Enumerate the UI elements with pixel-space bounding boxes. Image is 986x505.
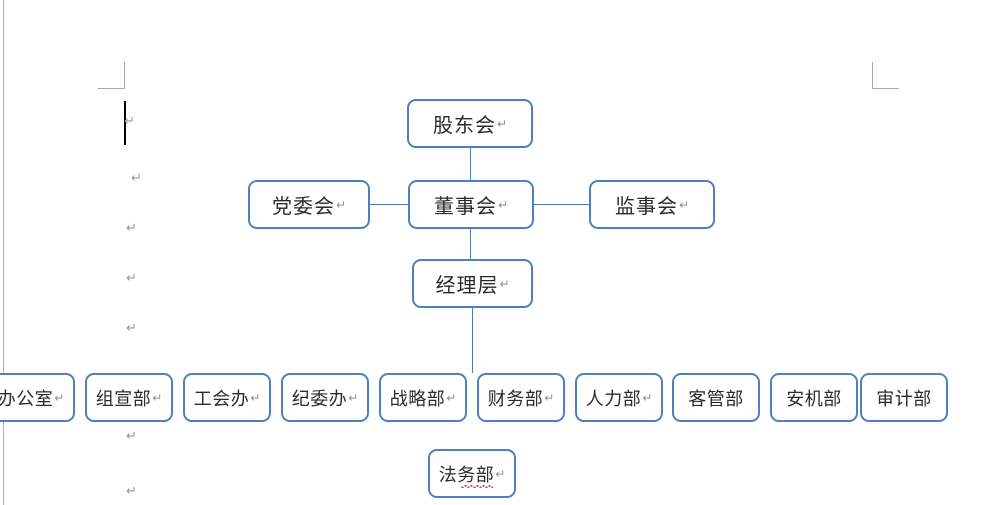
node-paragraph-mark: ↵ xyxy=(335,197,347,212)
paragraph-mark: ↵ xyxy=(124,114,135,129)
node-label: 办公室 xyxy=(0,388,54,409)
connector-shareholders-to-board xyxy=(470,148,471,180)
flowchart-node-board-of-supervisors[interactable]: 监事会↵ xyxy=(589,180,715,229)
node-label: 人力部 xyxy=(585,388,642,409)
node-paragraph-mark: ↵ xyxy=(642,390,653,405)
node-paragraph-mark: ↵ xyxy=(496,116,508,131)
flowchart-node-human-resources[interactable]: 人力部↵ xyxy=(575,373,663,422)
paragraph-mark: ↵ xyxy=(126,484,137,499)
node-label: 安机部 xyxy=(786,388,842,409)
node-label: 纪委办 xyxy=(291,388,348,409)
node-label: 经理层 xyxy=(435,275,499,297)
node-label: 法务部 xyxy=(439,461,495,488)
paragraph-mark: ↵ xyxy=(131,171,142,186)
node-paragraph-mark: ↵ xyxy=(152,390,163,405)
node-paragraph-mark: ↵ xyxy=(446,390,457,405)
node-paragraph-mark: ↵ xyxy=(497,197,509,212)
node-paragraph-mark: ↵ xyxy=(348,390,359,405)
flowchart-node-shareholders[interactable]: 股东会↵ xyxy=(407,99,533,148)
margin-corner-mark-top-left xyxy=(98,62,125,89)
node-paragraph-mark: ↵ xyxy=(678,197,690,212)
flowchart-node-discipline[interactable]: 纪委办↵ xyxy=(281,373,369,422)
node-label: 审计部 xyxy=(876,388,932,409)
connector-board-to-supervisors xyxy=(534,204,589,205)
flowchart-node-legal-affairs[interactable]: 法务部↵ xyxy=(428,449,516,498)
node-label: 工会办 xyxy=(193,388,250,409)
connector-management-to-departments xyxy=(472,307,473,373)
flowchart-node-office[interactable]: 办公室↵ xyxy=(0,373,75,422)
paragraph-mark: ↵ xyxy=(126,429,137,444)
connector-board-to-management xyxy=(470,229,471,259)
flowchart-node-board-of-directors[interactable]: 董事会↵ xyxy=(408,180,534,229)
node-paragraph-mark: ↵ xyxy=(499,276,510,291)
paragraph-mark: ↵ xyxy=(126,271,137,286)
paragraph-mark: ↵ xyxy=(126,221,137,236)
node-label: 董事会 xyxy=(433,196,497,218)
flowchart-node-labor-union[interactable]: 工会办↵ xyxy=(183,373,271,422)
flowchart-node-party-committee[interactable]: 党委会↵ xyxy=(248,180,370,229)
page-left-edge xyxy=(3,0,4,505)
node-label: 战略部 xyxy=(389,388,446,409)
margin-corner-mark-top-right xyxy=(872,62,899,89)
node-label: 客管部 xyxy=(688,388,744,409)
flowchart-node-finance[interactable]: 财务部↵ xyxy=(477,373,565,422)
flowchart-node-customer-management[interactable]: 客管部 xyxy=(672,373,760,422)
node-label: 组宣部 xyxy=(95,388,152,409)
flowchart-node-management[interactable]: 经理层↵ xyxy=(412,259,533,308)
node-label: 监事会 xyxy=(614,196,678,218)
flowchart-node-safety-machinery[interactable]: 安机部 xyxy=(770,373,858,422)
connector-board-to-party xyxy=(370,204,408,205)
node-paragraph-mark: ↵ xyxy=(250,390,261,405)
node-label: 财务部 xyxy=(487,388,544,409)
node-label: 股东会 xyxy=(432,115,496,137)
node-paragraph-mark: ↵ xyxy=(495,466,506,481)
flowchart-node-audit[interactable]: 审计部 xyxy=(860,373,948,422)
node-paragraph-mark: ↵ xyxy=(54,390,65,405)
text-caret[interactable] xyxy=(124,101,126,145)
paragraph-mark: ↵ xyxy=(126,321,137,336)
flowchart-node-strategy[interactable]: 战略部↵ xyxy=(379,373,467,422)
node-paragraph-mark: ↵ xyxy=(544,390,555,405)
node-label: 党委会 xyxy=(271,196,335,218)
flowchart-node-org-propaganda[interactable]: 组宣部↵ xyxy=(85,373,173,422)
